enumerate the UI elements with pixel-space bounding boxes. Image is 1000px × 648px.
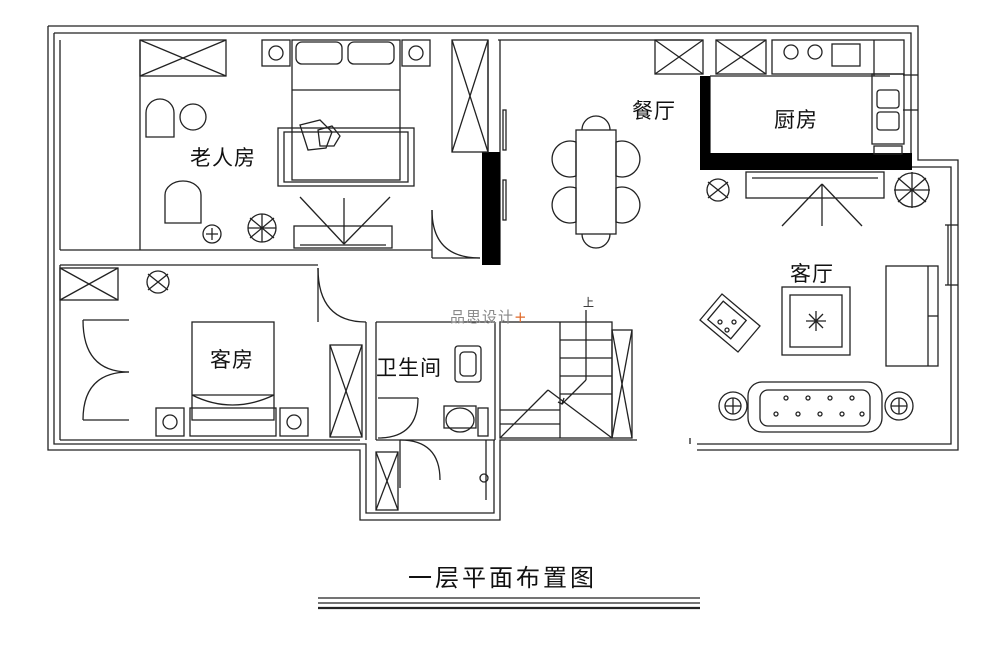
guest-bed: [155, 321, 309, 437]
door-swings: [82, 209, 481, 488]
bathroom-fixtures: [443, 345, 489, 500]
dining-set: [502, 109, 641, 249]
living-plants: [706, 172, 930, 208]
plan-title: 一层平面布置图: [408, 564, 597, 592]
stair-up-mark: 上: [583, 296, 594, 309]
elderly-tv-cabinet: [293, 196, 393, 249]
label-elderly-room: 老人房: [190, 146, 256, 170]
kitchen-counter: [771, 39, 905, 155]
watermark-text: 品思设计: [450, 308, 515, 326]
staircase: [499, 310, 613, 439]
watermark: 品思设计+: [450, 306, 528, 327]
wardrobes: [59, 39, 767, 511]
watermark-plus: +: [514, 308, 528, 326]
living-tv-cabinet: [745, 171, 885, 227]
elderly-bed: [261, 39, 431, 187]
title-underline: [318, 597, 700, 610]
elderly-room-chairs: [145, 98, 222, 244]
label-living: 客厅: [790, 262, 834, 286]
label-dining: 餐厅: [632, 99, 676, 123]
solid-walls: [482, 76, 912, 265]
label-kitchen: 厨房: [774, 108, 818, 132]
living-coffee-table: [781, 286, 851, 356]
elderly-plant: [247, 213, 277, 243]
label-bathroom: 卫生间: [376, 356, 442, 380]
outer-walls: [47, 25, 959, 521]
guest-plant: [146, 270, 170, 294]
living-sofa: [718, 381, 914, 433]
label-guest-room: 客房: [210, 348, 254, 372]
living-side-sofa: [885, 265, 939, 367]
interior-walls: [59, 39, 958, 444]
living-armchair: [699, 293, 761, 353]
